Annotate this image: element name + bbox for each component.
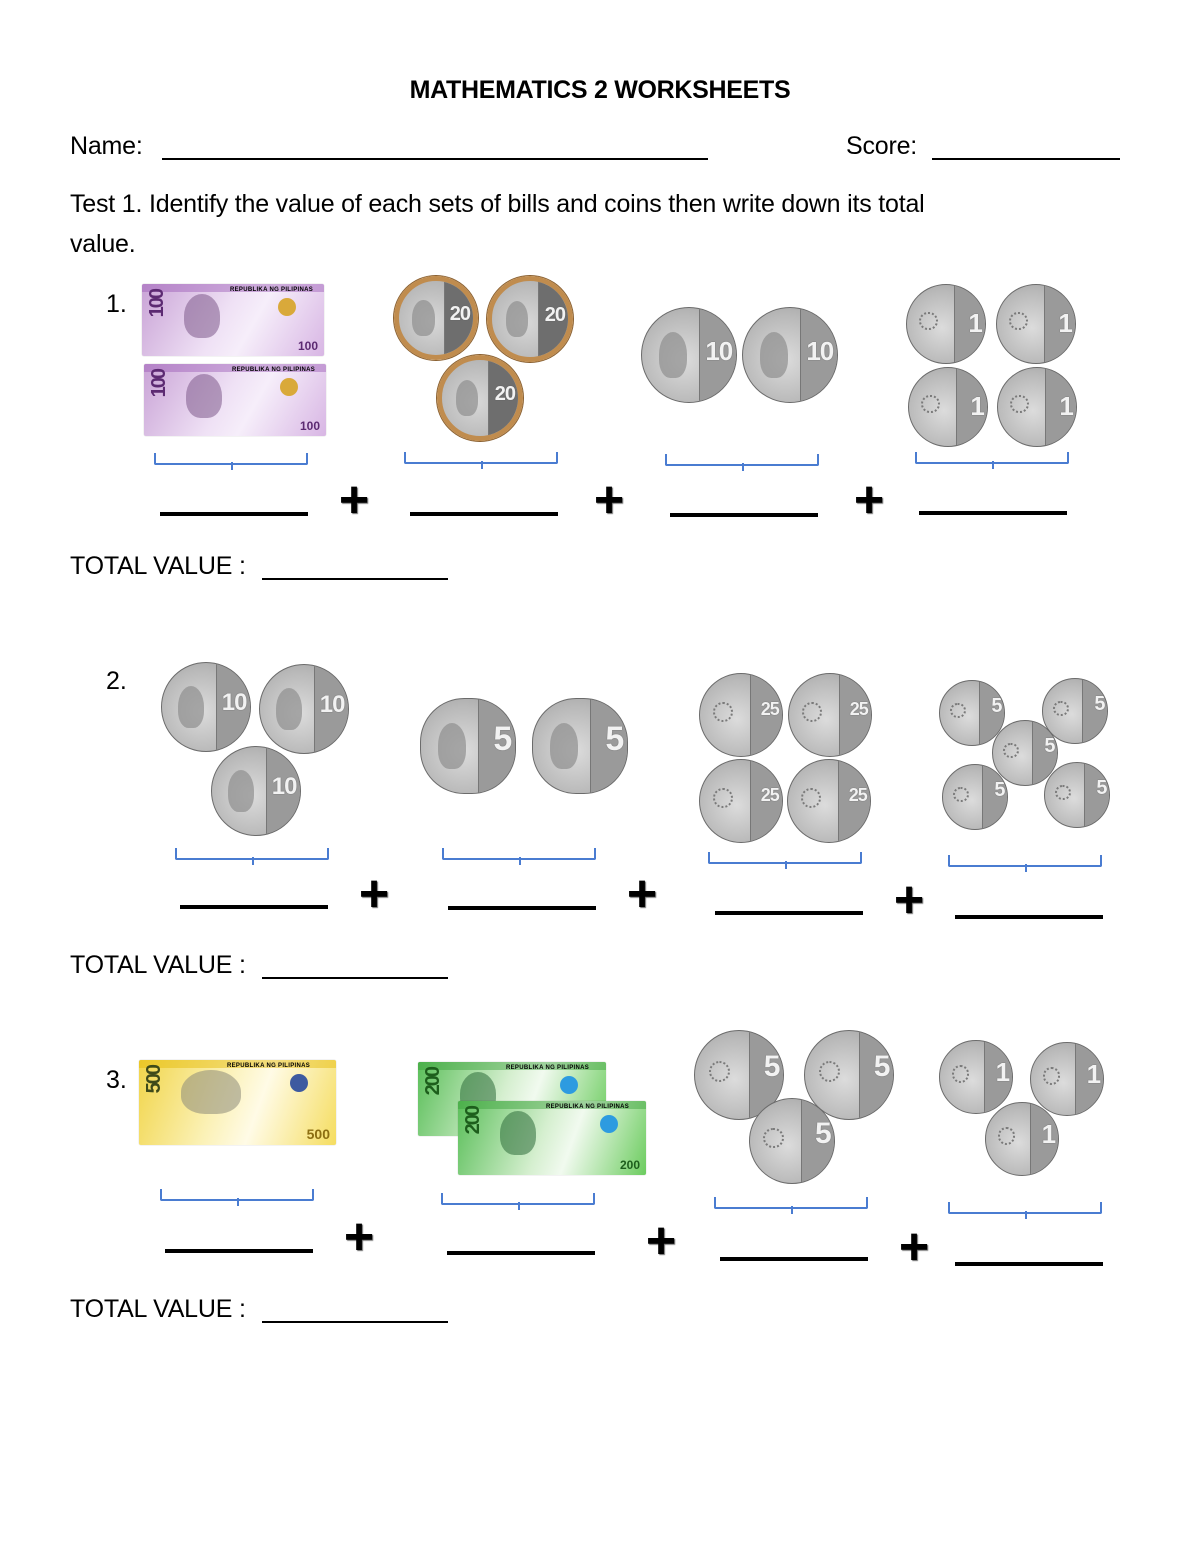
coin-25-icon: 25 <box>788 673 872 757</box>
coin-5-icon: 5 <box>420 698 516 794</box>
coin-5-icon: 5 <box>532 698 628 794</box>
plus-icon: + <box>358 865 390 923</box>
answer-blank-1-3[interactable] <box>670 513 818 517</box>
plus-icon: + <box>626 865 658 923</box>
answer-blank-3-1[interactable] <box>165 1249 313 1253</box>
answer-blank-2-2[interactable] <box>448 906 596 910</box>
answer-blank-3-3[interactable] <box>720 1257 868 1261</box>
brace-icon <box>175 848 329 865</box>
instructions-line-2: value. <box>70 230 136 258</box>
coin-10-icon: 10 <box>211 746 301 836</box>
problem-number-1: 1. <box>106 290 127 318</box>
brace-icon <box>915 452 1069 469</box>
answer-blank-1-1[interactable] <box>160 512 308 516</box>
plus-icon: + <box>593 471 625 529</box>
problem-number-2: 2. <box>106 667 127 695</box>
total-value-label-1: TOTAL VALUE : <box>70 552 246 580</box>
coin-1-icon: 1 <box>1030 1042 1104 1116</box>
coin-25-icon: 25 <box>699 759 783 843</box>
score-label: Score: <box>846 132 918 160</box>
coin-5-sentimo-icon: 5 <box>1044 762 1110 828</box>
instructions-line-1: Test 1. Identify the value of each sets … <box>70 190 925 218</box>
name-field[interactable] <box>162 158 708 160</box>
brace-icon <box>708 852 862 869</box>
total-value-label-3: TOTAL VALUE : <box>70 1295 246 1323</box>
coin-10-icon: 10 <box>259 664 349 754</box>
coin-25-icon: 25 <box>699 673 783 757</box>
brace-icon <box>154 453 308 470</box>
coin-1-icon: 1 <box>996 284 1076 364</box>
answer-blank-2-3[interactable] <box>715 911 863 915</box>
coin-5-icon: 5 <box>749 1098 835 1184</box>
coin-20-icon: 20 <box>394 276 478 360</box>
coin-1-icon: 1 <box>908 367 988 447</box>
coin-10-icon: 10 <box>641 307 737 403</box>
name-label: Name: <box>70 132 143 160</box>
answer-blank-3-4[interactable] <box>955 1262 1103 1266</box>
brace-icon <box>665 454 819 471</box>
plus-icon: + <box>898 1218 930 1276</box>
coin-10-icon: 10 <box>161 662 251 752</box>
brace-icon <box>404 452 558 469</box>
plus-icon: + <box>645 1212 677 1270</box>
coin-1-icon: 1 <box>906 284 986 364</box>
total-value-label-2: TOTAL VALUE : <box>70 951 246 979</box>
plus-icon: + <box>893 871 925 929</box>
answer-blank-1-2[interactable] <box>410 512 558 516</box>
coin-5-sentimo-icon: 5 <box>1042 678 1108 744</box>
coin-25-icon: 25 <box>787 759 871 843</box>
brace-icon <box>948 1202 1102 1219</box>
total-value-blank-3[interactable] <box>262 1321 448 1323</box>
answer-blank-1-4[interactable] <box>919 511 1067 515</box>
page-title: MATHEMATICS 2 WORKSHEETS <box>409 76 791 104</box>
brace-icon <box>160 1189 314 1206</box>
coin-20-icon: 20 <box>487 276 573 362</box>
brace-icon <box>714 1197 868 1214</box>
coin-1-icon: 1 <box>939 1040 1013 1114</box>
answer-blank-2-4[interactable] <box>955 915 1103 919</box>
plus-icon: + <box>338 471 370 529</box>
plus-icon: + <box>853 471 885 529</box>
coin-10-icon: 10 <box>742 307 838 403</box>
total-value-blank-1[interactable] <box>262 578 448 580</box>
total-value-blank-2[interactable] <box>262 977 448 979</box>
coin-1-icon: 1 <box>985 1102 1059 1176</box>
brace-icon <box>442 848 596 865</box>
plus-icon: + <box>343 1208 375 1266</box>
answer-blank-3-2[interactable] <box>447 1251 595 1255</box>
brace-icon <box>441 1193 595 1210</box>
brace-icon <box>948 855 1102 872</box>
answer-blank-2-1[interactable] <box>180 905 328 909</box>
coin-5-sentimo-icon: 5 <box>939 680 1005 746</box>
problem-number-3: 3. <box>106 1066 127 1094</box>
coin-20-icon: 20 <box>437 355 523 441</box>
coin-5-sentimo-icon: 5 <box>942 764 1008 830</box>
score-field[interactable] <box>932 158 1120 160</box>
coin-1-icon: 1 <box>997 367 1077 447</box>
